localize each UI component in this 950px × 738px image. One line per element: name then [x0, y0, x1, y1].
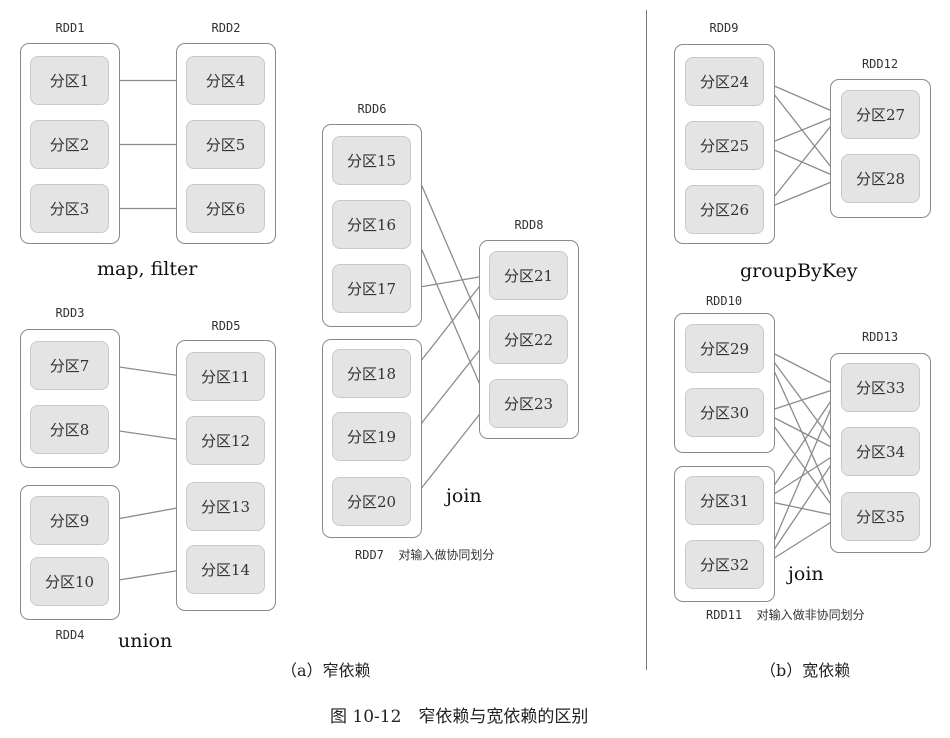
partition-3: 分区3 [30, 184, 109, 233]
partition-4: 分区4 [186, 56, 265, 105]
dependency-arrow-p10-p14 [108, 570, 185, 583]
map-filter-label: map, filter [97, 258, 198, 280]
partition-9: 分区9 [30, 496, 109, 545]
wide-caption: （b）宽依赖 [760, 661, 851, 680]
partition-19: 分区19 [332, 412, 411, 461]
dependency-arrow-p32-p35 [763, 517, 840, 566]
partition-1: 分区1 [30, 56, 109, 105]
partition-6: 分区6 [186, 184, 265, 233]
rdd9-label: RDD9 [709, 21, 739, 35]
rdd7-label: RDD7 [355, 548, 384, 562]
dependency-arrow-p15-p22 [410, 160, 488, 340]
dependency-arrow-p17-p21 [410, 276, 488, 290]
rdd7-caption: RDD7 对输入做协同划分 [355, 546, 494, 563]
rdd3-label: RDD3 [55, 306, 85, 320]
partition-7: 分区7 [30, 341, 109, 390]
partition-34: 分区34 [841, 427, 920, 476]
partition-2: 分区2 [30, 120, 109, 169]
dependency-arrow-p26-p28 [763, 179, 840, 211]
dependency-arrow-p20-p23 [410, 404, 488, 502]
partition-5: 分区5 [186, 120, 265, 169]
narrow-caption: （a）窄依赖 [281, 661, 371, 680]
rdd5-label: RDD5 [211, 319, 241, 333]
dependency-arrow-p19-p22 [410, 340, 488, 437]
partition-29: 分区29 [685, 324, 764, 373]
partition-12: 分区12 [186, 416, 265, 465]
partition-35: 分区35 [841, 492, 920, 541]
dependency-arrow-p31-p33 [763, 388, 840, 501]
dependency-arrow-p8-p12 [108, 428, 185, 441]
dependency-arrow-p26-p27 [763, 115, 840, 210]
dependency-arrow-p9-p13 [108, 507, 185, 522]
dependency-arrow-p32-p33 [763, 388, 840, 565]
join-wide-label: join [788, 563, 824, 585]
partition-22: 分区22 [489, 315, 568, 364]
rdd10-label: RDD10 [705, 294, 743, 308]
dependency-arrow-p7-p11 [108, 364, 185, 377]
union-label: union [118, 630, 173, 652]
section-divider [646, 10, 647, 670]
partition-30: 分区30 [685, 388, 764, 437]
rdd8-label: RDD8 [514, 218, 544, 232]
partition-21: 分区21 [489, 251, 568, 300]
partition-26: 分区26 [685, 185, 764, 234]
dependency-arrow-p18-p21 [410, 276, 488, 374]
partition-32: 分区32 [685, 540, 764, 589]
partition-18: 分区18 [332, 349, 411, 398]
rdd1-label: RDD1 [55, 21, 85, 35]
partition-24: 分区24 [685, 57, 764, 106]
join-narrow-label: join [446, 485, 482, 507]
dependency-arrow-p30-p33 [763, 388, 840, 414]
partition-31: 分区31 [685, 476, 764, 525]
partition-16: 分区16 [332, 200, 411, 249]
rdd11-note: 对输入做非协同划分 [756, 608, 865, 622]
partition-14: 分区14 [186, 545, 265, 594]
partition-28: 分区28 [841, 154, 920, 203]
partition-8: 分区8 [30, 405, 109, 454]
group-by-key-label: groupByKey [740, 260, 858, 282]
dependency-arrow-p32-p34 [763, 452, 840, 565]
rdd2-label: RDD2 [211, 21, 241, 35]
dependency-arrow-p24-p27 [763, 80, 840, 115]
figure-caption: 图 10-12 窄依赖与宽依赖的区别 [330, 707, 589, 727]
rdd4-label: RDD4 [55, 628, 85, 642]
rdd12-label: RDD12 [861, 57, 899, 71]
rdd13-label: RDD13 [861, 330, 899, 344]
partition-13: 分区13 [186, 482, 265, 531]
partition-17: 分区17 [332, 264, 411, 313]
partition-10: 分区10 [30, 557, 109, 606]
partition-25: 分区25 [685, 121, 764, 170]
partition-23: 分区23 [489, 379, 568, 428]
partition-33: 分区33 [841, 363, 920, 412]
dependency-arrow-p30-p35 [763, 412, 840, 517]
dependency-arrow-p25-p27 [763, 115, 840, 147]
partition-20: 分区20 [332, 477, 411, 526]
dependency-arrow-p30-p34 [763, 411, 840, 452]
rdd11-caption: RDD11 对输入做非协同划分 [706, 606, 865, 623]
partition-27: 分区27 [841, 90, 920, 139]
rdd7-note: 对输入做协同划分 [398, 548, 495, 562]
dependency-arrow-p29-p33 [763, 347, 840, 388]
rdd6-label: RDD6 [357, 102, 387, 116]
rdd11-label: RDD11 [706, 608, 743, 622]
partition-15: 分区15 [332, 136, 411, 185]
dependency-arrow-p16-p23 [410, 224, 488, 404]
partition-11: 分区11 [186, 352, 265, 401]
